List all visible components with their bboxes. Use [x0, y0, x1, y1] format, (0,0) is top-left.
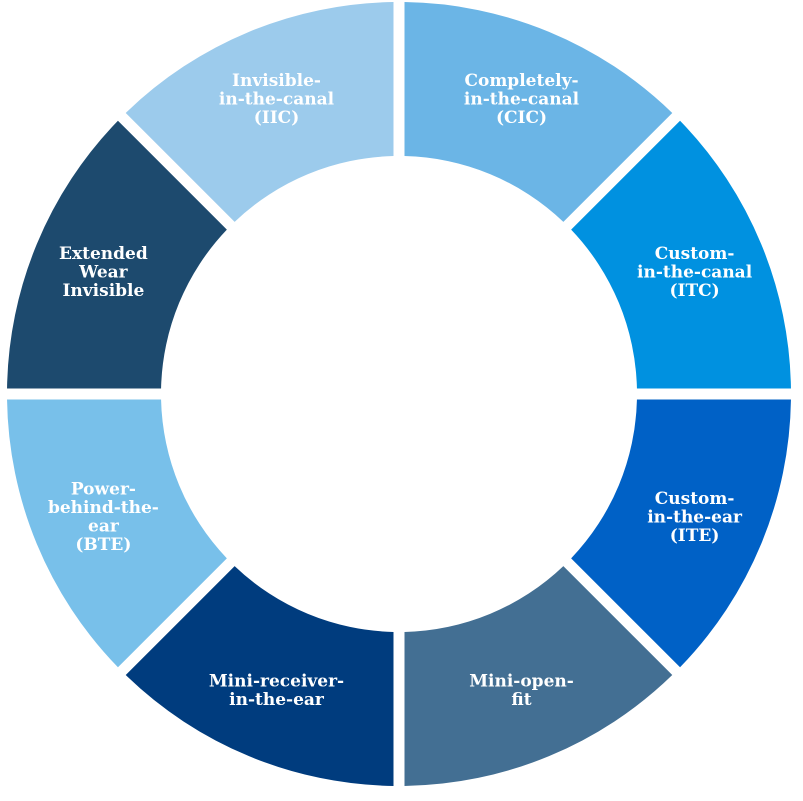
segment-label-line: Invisible- [232, 71, 321, 91]
segment-label-iic: Invisible-in-the-canal(IIC) [219, 71, 335, 128]
segment-label-line: in-the-canal [219, 89, 335, 109]
segment-label-line: ear [88, 517, 120, 537]
segment-label-line: (ITE) [670, 526, 720, 546]
segment-label-line: behind-the- [48, 498, 159, 518]
segment-label-line: (ITC) [669, 281, 719, 301]
segment-label-line: fit [511, 690, 531, 710]
segment-label-mini-open-fit: Mini-open-fit [469, 671, 574, 710]
segment-label-line: Wear [78, 263, 129, 283]
segment-label-line: Custom- [655, 489, 735, 509]
segment-label-ite: Custom-in-the-ear(ITE) [647, 489, 743, 546]
segment-label-line: Invisible [62, 281, 144, 301]
segment-label-line: in-the-canal [464, 89, 580, 109]
segment-label-line: Extended [59, 244, 148, 264]
segment-label-line: Custom- [655, 244, 735, 264]
segment-label-line: Mini-receiver- [209, 671, 344, 691]
segment-label-line: (IIC) [254, 108, 300, 128]
segment-label-line: in-the-canal [637, 263, 753, 283]
segment-mini-open-fit [404, 566, 673, 786]
segment-extended-wear [7, 120, 227, 389]
segment-itc [571, 120, 791, 389]
segment-power-bte [7, 399, 227, 668]
segment-label-line: (CIC) [496, 108, 547, 128]
segment-label-cic: Completely-in-the-canal(CIC) [464, 71, 580, 128]
segment-label-power-bte: Power-behind-the-ear(BTE) [48, 480, 159, 556]
segment-label-itc: Custom-in-the-canal(ITC) [637, 244, 753, 301]
segment-label-line: Power- [71, 480, 136, 500]
segment-label-line: (BTE) [75, 535, 131, 555]
segment-label-line: Completely- [464, 71, 578, 91]
segment-label-mini-receiver: Mini-receiver-in-the-ear [209, 671, 344, 710]
segment-cic [404, 2, 673, 222]
segment-mini-receiver [125, 566, 394, 786]
segment-label-line: Mini-open- [469, 671, 574, 691]
segment-ite [571, 399, 791, 668]
segment-iic [125, 2, 394, 222]
segment-label-line: in-the-ear [647, 508, 743, 528]
segment-label-line: in-the-ear [229, 690, 325, 710]
